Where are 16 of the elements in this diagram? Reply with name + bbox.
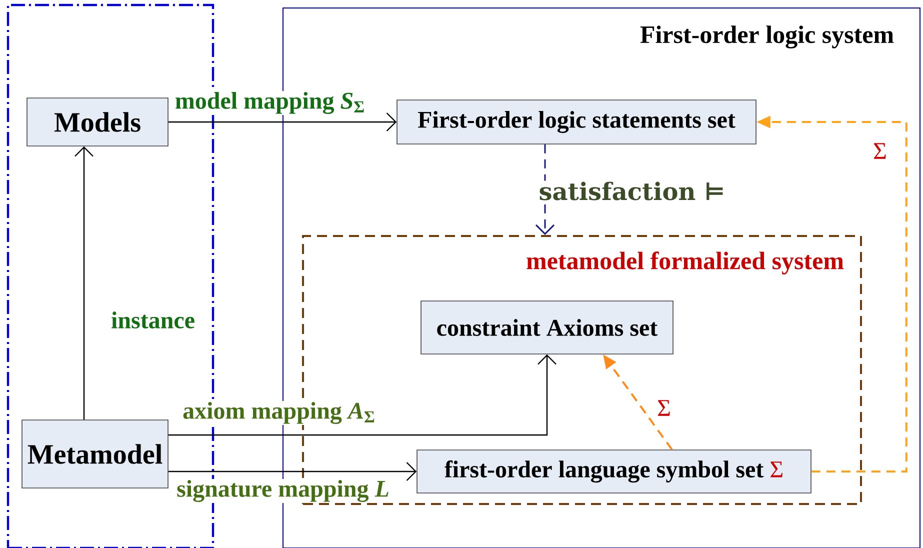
edge-label: Σ bbox=[872, 142, 888, 160]
arrow bbox=[168, 112, 397, 132]
box: Models bbox=[26, 98, 168, 146]
arrow bbox=[74, 146, 94, 420]
edge-label: axiom mapping A$_{Σ}$ bbox=[182, 401, 376, 425]
edge-label: model mapping S$_{Σ}$ bbox=[174, 91, 366, 115]
box: Metamodel bbox=[22, 420, 168, 488]
edge-label: satisfaction ⊨ bbox=[538, 180, 726, 202]
box: first-order language symbol set Σ bbox=[416, 450, 812, 494]
edge-label: instance bbox=[110, 310, 196, 330]
arrow bbox=[168, 354, 556, 436]
edge-label: signature mapping L bbox=[176, 479, 390, 503]
box: First-order logic statements set bbox=[396, 100, 756, 144]
arrow bbox=[168, 462, 417, 481]
edge-label: Σ bbox=[656, 399, 672, 417]
box: constraint Axioms set bbox=[420, 300, 674, 354]
